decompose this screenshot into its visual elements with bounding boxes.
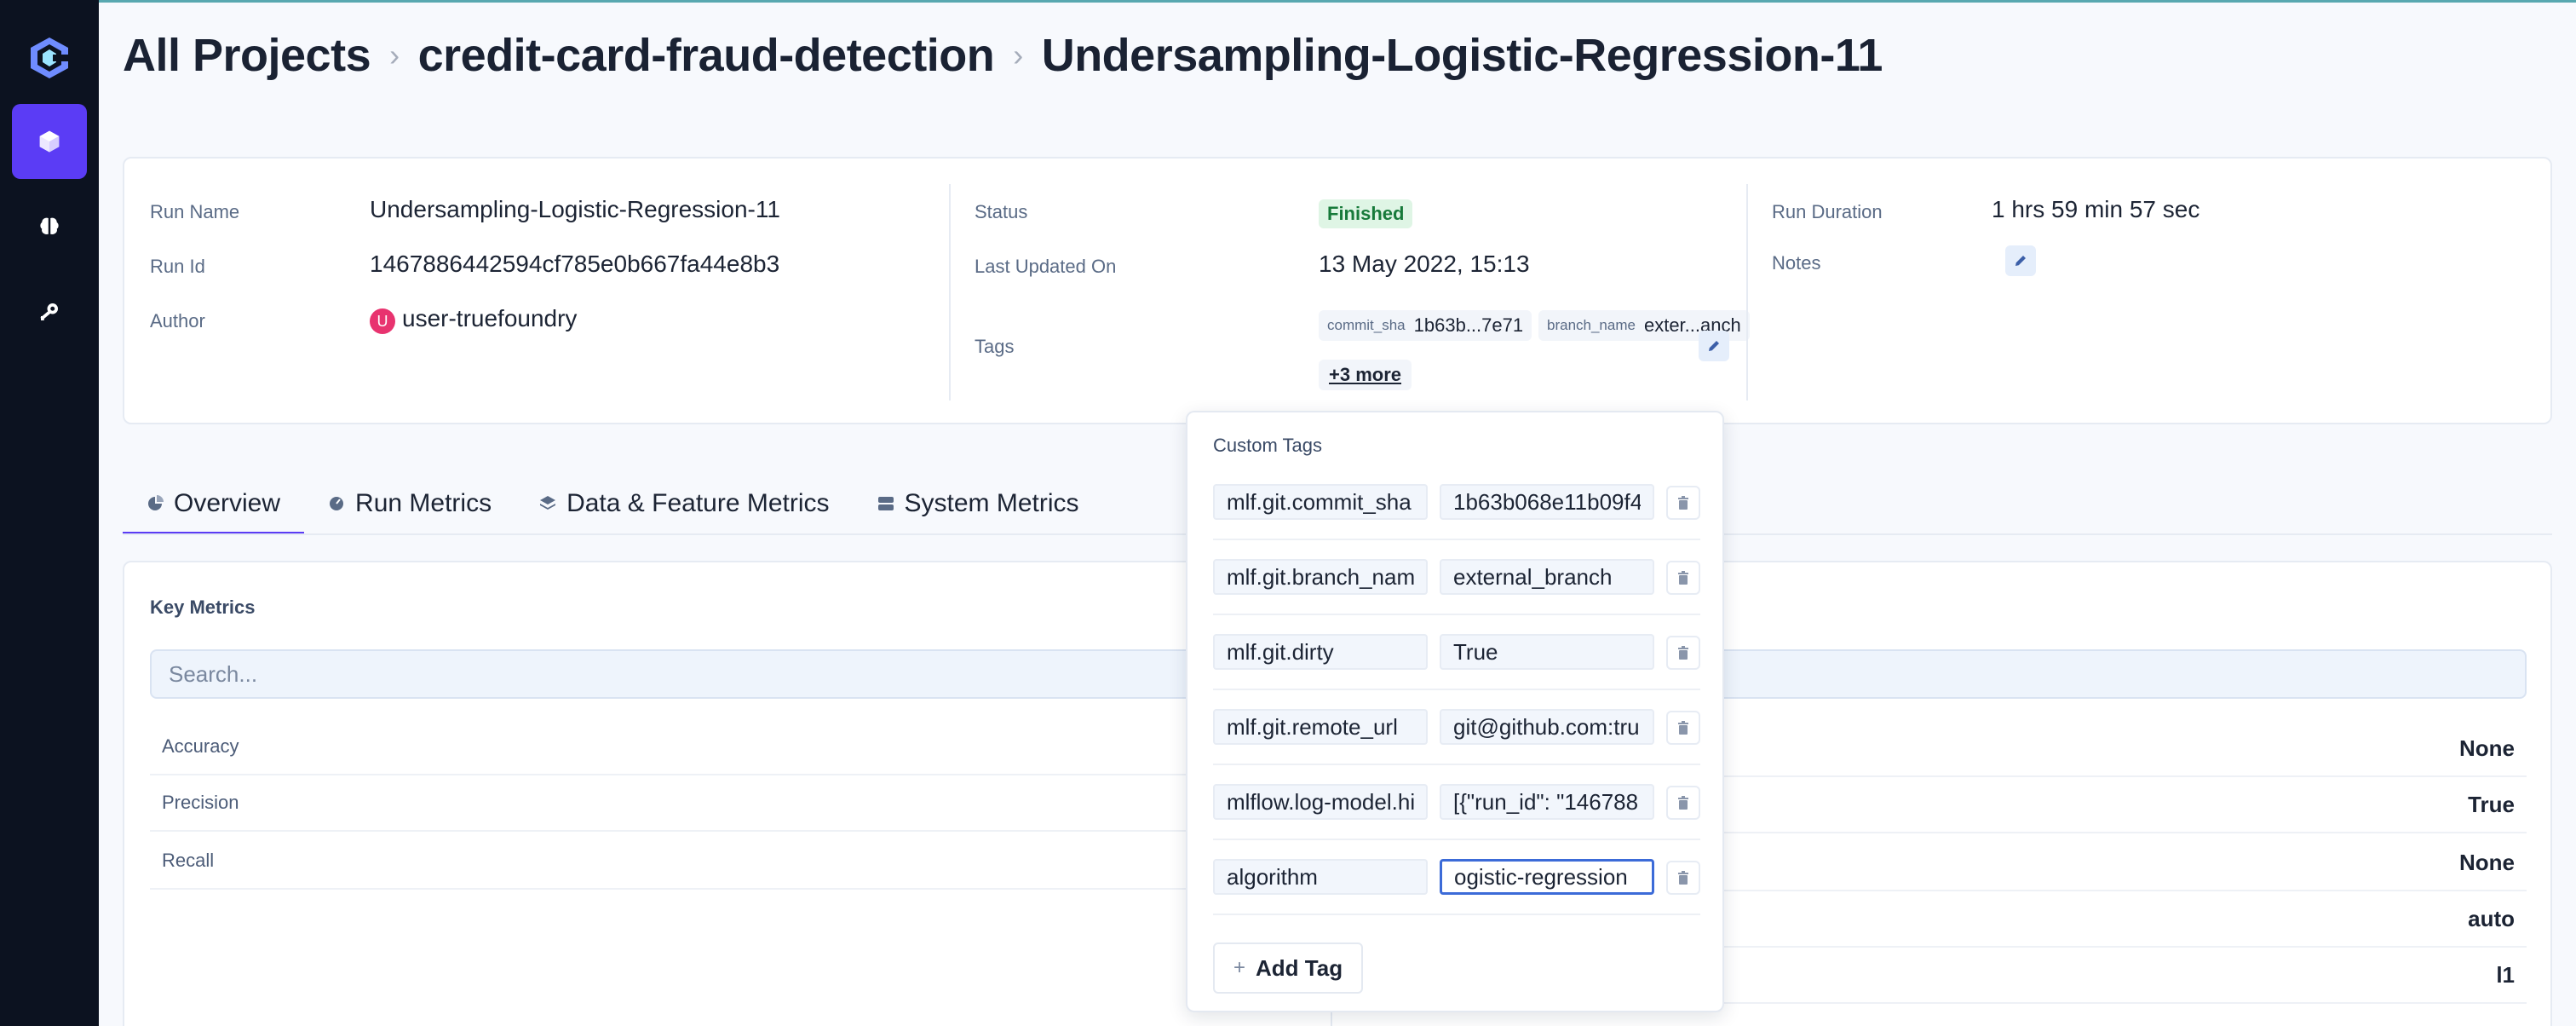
metric-row-recall: Recall [150,833,1324,890]
tag-key: branch_name [1547,317,1636,333]
custom-tags-popover: Custom Tags [1186,411,1724,1012]
run-name-value: Undersampling-Logistic-Regression-11 [370,196,780,222]
tab-data-feature-metrics[interactable]: Data & Feature Metrics [515,472,853,535]
add-tag-button[interactable]: + Add Tag [1213,942,1364,994]
trash-icon [1678,796,1688,810]
tag-value-input[interactable] [1440,709,1654,745]
status-label: Status [975,201,1028,222]
tag-value: 1b63b...7e71 [1413,314,1524,336]
layers-icon [540,496,556,510]
tag-value-input[interactable] [1440,634,1654,670]
delete-tag-button[interactable] [1666,861,1700,895]
breadcrumb-run: Undersampling-Logistic-Regression-11 [1041,30,1883,81]
param-row: auto [1344,891,2527,948]
tag-chip-commit-sha: commit_sha 1b63b...7e71 [1319,310,1532,341]
last-updated-value: 13 May 2022, 15:13 [1319,251,1530,277]
run-tabs: Overview Run Metrics Data & Feature Metr… [123,472,1103,535]
tab-run-metrics[interactable]: Run Metrics [304,472,515,535]
breadcrumb: All Projects › credit-card-fraud-detecti… [123,26,1883,85]
run-id-label: Run Id [150,256,205,277]
delete-tag-button[interactable] [1666,636,1700,670]
key-icon [40,303,58,320]
chevron-right-icon: › [1013,37,1023,72]
tag-key-input[interactable] [1213,634,1428,670]
pencil-icon [1709,341,1719,351]
tag-key-input[interactable] [1213,559,1428,595]
breadcrumb-project[interactable]: credit-card-fraud-detection [417,30,995,81]
column-divider [949,184,951,401]
run-name-label: Run Name [150,201,240,222]
cube-icon [39,130,60,153]
tab-label: Overview [174,489,281,517]
sidebar-item-projects[interactable] [12,104,87,179]
custom-tag-row [1213,840,1700,915]
tag-key: commit_sha [1327,317,1406,333]
sidebar-item-models[interactable] [12,189,87,264]
trash-icon [1678,646,1688,660]
avatar: U [370,308,395,334]
author-label: Author [150,310,205,331]
tag-key-input[interactable] [1213,484,1428,520]
status-badge: Finished [1319,199,1413,228]
run-info-card: Run Name Undersampling-Logistic-Regressi… [123,157,2552,424]
delete-tag-button[interactable] [1666,786,1700,820]
param-row: l1 [1344,948,2527,1004]
author-value: user-truefoundry [402,305,578,331]
edit-notes-button[interactable] [2005,245,2036,276]
custom-tag-row [1213,765,1700,840]
sidebar-item-api-keys[interactable] [12,274,87,349]
breadcrumb-all-projects[interactable]: All Projects [123,30,371,81]
tag-value-input[interactable] [1440,559,1654,595]
run-id-value: 1467886442594cf785e0b667fa44e8b3 [370,251,780,277]
delete-tag-button[interactable] [1666,711,1700,745]
gauge-icon [330,497,344,510]
tab-overview[interactable]: Overview [123,472,305,535]
param-row: None [1344,721,2527,777]
key-metrics-title: Key Metrics [150,597,256,618]
pencil-icon [2015,256,2026,266]
more-tags-button[interactable]: +3 more [1319,360,1412,390]
pie-chart-icon [148,495,164,510]
notes-label: Notes [1772,252,1821,274]
top-accent-line [0,0,2576,3]
metric-row-accuracy: Accuracy [150,719,1324,775]
chevron-right-icon: › [389,37,400,72]
custom-tag-row [1213,540,1700,615]
custom-tag-row [1213,465,1700,540]
sidebar [0,0,99,1026]
tag-value-input[interactable] [1440,784,1654,820]
trash-icon [1678,721,1688,735]
custom-tags-title: Custom Tags [1213,435,1322,456]
trash-icon [1678,871,1688,885]
tags-label: Tags [975,336,1015,357]
delete-tag-button[interactable] [1666,561,1700,595]
delete-tag-button[interactable] [1666,486,1700,520]
trash-icon [1678,571,1688,585]
trash-icon [1678,496,1688,510]
last-updated-label: Last Updated On [975,256,1117,277]
tag-key-input[interactable] [1213,784,1428,820]
tab-system-metrics[interactable]: System Metrics [854,472,1103,535]
tab-label: Data & Feature Metrics [566,489,830,517]
tag-value-input[interactable] [1440,484,1654,520]
metric-row-precision: Precision [150,775,1324,832]
truefoundry-logo-icon[interactable] [26,34,73,82]
column-divider [1746,184,1748,401]
tag-key-input[interactable] [1213,859,1428,895]
add-tag-label: Add Tag [1256,954,1343,981]
tab-label: System Metrics [904,489,1079,517]
tab-label: Run Metrics [355,489,492,517]
edit-tags-button[interactable] [1699,331,1729,361]
param-row: True [1344,777,2527,833]
run-duration-label: Run Duration [1772,201,1883,222]
brain-icon [40,217,59,234]
param-row: None [1344,835,2527,891]
custom-tag-row [1213,615,1700,690]
custom-tag-row [1213,690,1700,765]
plus-icon: + [1233,956,1246,979]
run-duration-value: 1 hrs 59 min 57 sec [1992,196,2200,222]
tag-value-input[interactable] [1440,859,1654,895]
server-icon [877,497,894,510]
tag-key-input[interactable] [1213,709,1428,745]
